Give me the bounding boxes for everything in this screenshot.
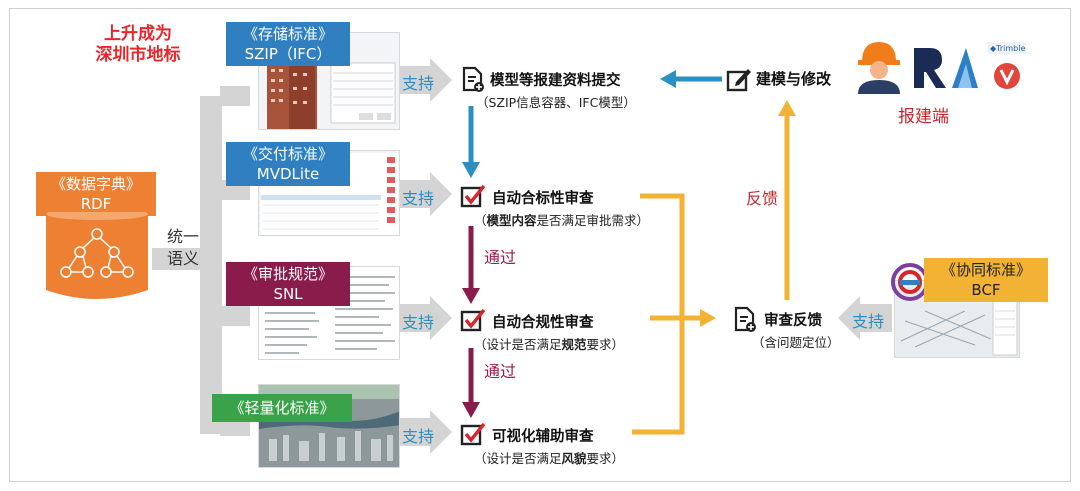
headline-line1: 上升成为: [104, 24, 172, 44]
unified-line2: 语义: [166, 249, 199, 268]
step-submit-sub: （SZIP信息容器、IFC模型）: [476, 92, 636, 111]
storage-standard-title: 《存储标准》: [242, 25, 333, 43]
support-label-3: 支持: [402, 313, 435, 332]
feedback-label: 反馈: [746, 189, 779, 208]
step-visual-check-sub: （设计是否满足风貌要求）: [474, 448, 624, 467]
storage-standard-sub: SZIP（IFC）: [244, 45, 332, 63]
sub-post: 是否满足审批需求）: [536, 213, 650, 228]
collab-standard-title: 《协同标准》: [940, 261, 1031, 279]
unified-line1: 统一: [166, 227, 199, 246]
arrowhead-to-review: [700, 309, 716, 327]
edit-icon: [726, 69, 751, 92]
support-arrow-2: [396, 172, 452, 216]
arrowhead-submit-to-check: [462, 162, 480, 178]
step-submit-title: 模型等报建资料提交: [490, 73, 621, 89]
sub-bold: 风貌: [561, 451, 587, 466]
support-arrow-1: [396, 58, 452, 102]
lightweight-standard-label: 《轻量化标准》: [212, 394, 352, 422]
document-upload-icon: [462, 66, 484, 92]
review-feedback-title: 审查反馈: [764, 313, 822, 329]
arrowhead-feedback-up: [778, 100, 796, 116]
unified-semantics: 统一 语义: [166, 226, 200, 270]
svg-text:◆Trimble: ◆Trimble: [990, 44, 1025, 53]
tekla-logo-icon: ◆Trimble: [988, 42, 1026, 89]
pass-label-1: 通过: [484, 248, 517, 267]
delivery-standard-sub: MVDLite: [256, 165, 320, 183]
branch-storage: [220, 86, 250, 106]
checkbox-checked-icon: [460, 308, 486, 332]
data-dictionary-label: 《数据字典》 RDF: [36, 172, 156, 216]
storage-thumbnail: [258, 32, 400, 130]
revit-logo-icon: [914, 48, 946, 88]
step-visual-check-title: 可视化辅助审查: [492, 429, 594, 445]
pass-label-2: 通过: [484, 362, 517, 381]
arrowhead-pass-2: [462, 402, 480, 418]
headline-line2: 深圳市地标: [95, 45, 181, 65]
step-compliance-check-title: 自动合规性审查: [492, 315, 594, 331]
support-arrow-bcf: [838, 296, 892, 340]
approval-standard-title: 《审批规范》: [242, 265, 333, 283]
archicad-logo-icon: [952, 48, 978, 88]
collab-standard-label: 《协同标准》 BCF: [924, 258, 1048, 302]
data-dictionary-title: 《数据字典》: [50, 175, 141, 193]
dictionary-connector: [152, 248, 202, 270]
sub-pre: （: [474, 213, 487, 228]
step-compliance-check-sub: （设计是否满足规范要求）: [474, 334, 624, 353]
data-dictionary-sub: RDF: [80, 195, 112, 213]
storage-standard-label: 《存储标准》 SZIP（IFC）: [226, 22, 350, 66]
sub-pre: （设计是否满足: [474, 337, 562, 352]
support-arrow-3: [396, 296, 452, 340]
checkbox-checked-icon: [460, 184, 486, 208]
delivery-standard-title: 《交付标准》: [242, 145, 333, 163]
support-label-2: 支持: [402, 189, 435, 208]
sub-post: 要求）: [586, 337, 625, 352]
document-review-icon: [734, 306, 756, 332]
construction-worker-icon: [858, 42, 900, 94]
arrowhead-build-to-submit: [660, 70, 676, 88]
step-standard-check-title: 自动合标性审查: [492, 191, 594, 207]
database-icon: [46, 212, 148, 299]
branch-approval: [220, 306, 250, 326]
support-label-1: 支持: [402, 74, 435, 93]
approval-standard-label: 《审批规范》 SNL: [226, 262, 350, 306]
build-modify-label: 建模与修改: [756, 70, 832, 88]
checkbox-checked-icon: [460, 422, 486, 446]
semantic-trunk: [200, 96, 222, 434]
step-standard-check-sub: （模型内容是否满足审批需求）: [474, 210, 649, 229]
approval-standard-sub: SNL: [273, 285, 303, 303]
sub-pre: （设计是否满足: [474, 451, 562, 466]
step-submit-sub-text: （SZIP信息容器、IFC模型）: [476, 95, 636, 110]
headline: 上升成为 深圳市地标: [82, 24, 194, 66]
sub-post: 要求）: [586, 451, 625, 466]
support-label-bcf: 支持: [852, 312, 885, 331]
delivery-standard-label: 《交付标准》 MVDLite: [226, 142, 350, 186]
lightweight-standard-title: 《轻量化标准》: [229, 399, 335, 417]
review-feedback-sub: （含问题定位）: [752, 335, 840, 350]
collab-standard-sub: BCF: [971, 281, 1001, 299]
support-arrow-4: [396, 410, 452, 454]
collector-line: [632, 193, 685, 435]
sub-bold: 模型内容: [486, 213, 537, 228]
support-label-4: 支持: [402, 427, 435, 446]
sub-bold: 规范: [561, 337, 587, 352]
client-label: 报建端: [898, 107, 949, 127]
arrowhead-pass-1: [462, 288, 480, 304]
